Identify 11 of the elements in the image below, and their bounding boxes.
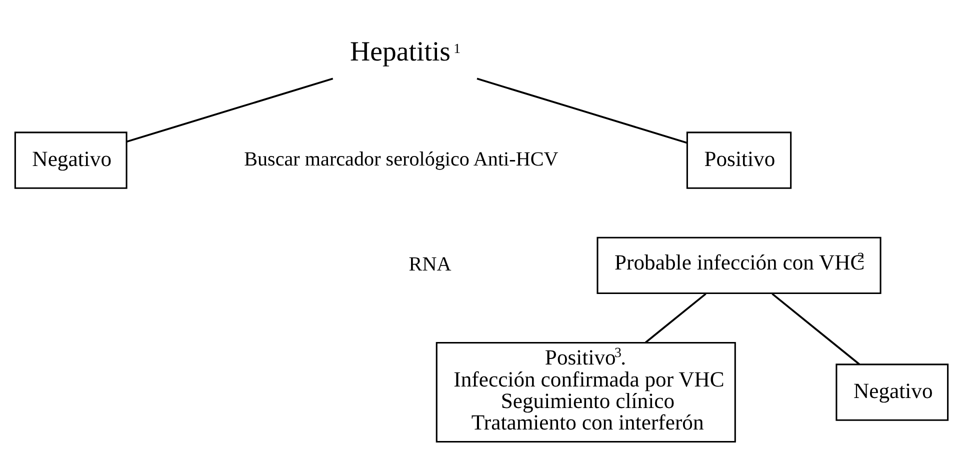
node-box: Negativo [835, 363, 948, 420]
node-box: Positivo$^{3}$. Infección confirmada por VHC Seguimiento clínico Tratamiento con interferón [435, 342, 736, 442]
connector [476, 77, 686, 144]
node-box: Negativo [14, 131, 127, 188]
label: RNA [408, 253, 451, 276]
node-text: Hepatitis$^{1}$ [350, 36, 460, 67]
label: Buscar marcador serológico Anti-HCV [244, 148, 558, 170]
node-box: Positivo [686, 131, 792, 188]
connector [126, 77, 333, 142]
connector [771, 292, 860, 365]
connector [644, 292, 706, 343]
